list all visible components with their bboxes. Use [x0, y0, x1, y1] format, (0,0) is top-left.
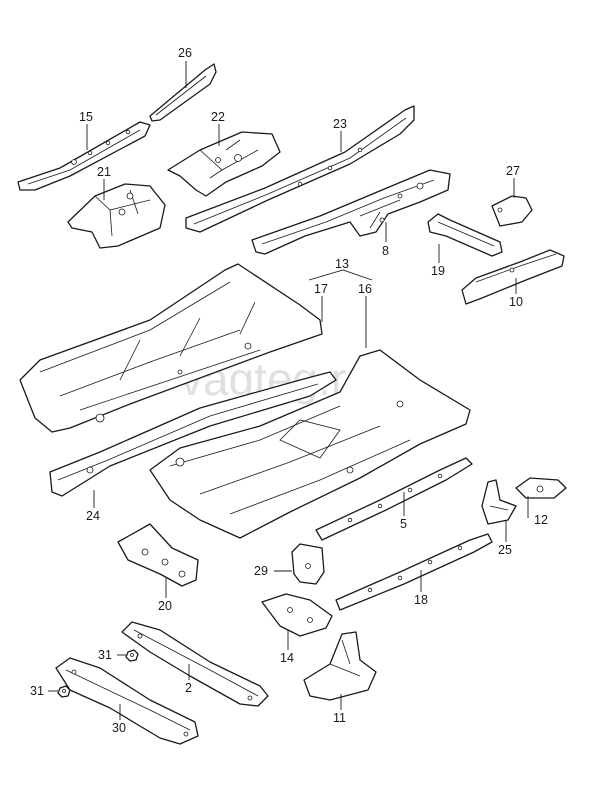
part-15-rail: [17, 121, 151, 191]
part-21-bracket: [67, 183, 166, 249]
callout-8: 8: [382, 244, 389, 258]
callout-5: 5: [400, 517, 407, 531]
part-11-bracket: [303, 631, 377, 701]
part-31-nut-a: [125, 649, 139, 662]
callout-25: 25: [498, 543, 512, 557]
callout-16: 16: [358, 282, 372, 296]
part-14-bracket: [261, 593, 333, 637]
part-23-sill: [185, 105, 415, 233]
callout-21: 21: [97, 165, 111, 179]
floor-pan-front: [149, 349, 471, 539]
callout-10: 10: [509, 295, 523, 309]
part-12-bracket: [515, 477, 567, 499]
callout-12: 12: [534, 513, 548, 527]
part-24-rail: [49, 371, 337, 497]
part-10-crossmember: [461, 249, 565, 305]
callout-26: 26: [178, 46, 192, 60]
part-30-crossmember: [55, 657, 199, 745]
callout-20: 20: [158, 599, 172, 613]
part-29-bracket: [291, 543, 325, 585]
callout-15: 15: [79, 110, 93, 124]
callout-24: 24: [86, 509, 100, 523]
callout-13: 13: [335, 257, 349, 271]
callout-17: 17: [314, 282, 328, 296]
part-2-crossmember: [121, 621, 269, 707]
callout-14: 14: [280, 651, 294, 665]
part-8-member: [251, 169, 451, 255]
part-26-strip: [149, 63, 217, 122]
part-18-strip: [335, 533, 493, 611]
callout-31-b: 31: [30, 684, 44, 698]
part-20-bracket: [117, 523, 199, 587]
part-27-plate: [491, 195, 533, 227]
callout-18: 18: [414, 593, 428, 607]
callouts: 26 15 21 22 23 27 8 19 10 13 17 16 24 5 …: [30, 46, 548, 735]
part-5-strip: [315, 457, 473, 541]
part-25-bracket: [481, 479, 517, 525]
callout-11: 11: [333, 711, 346, 725]
callout-31-a: 31: [98, 648, 112, 662]
leader-lines: [48, 61, 529, 720]
part-31-nut-b: [57, 685, 71, 698]
callout-27: 27: [506, 164, 520, 178]
part-19-bracket: [427, 213, 503, 257]
floor-pan-rear: [19, 263, 323, 433]
callout-19: 19: [431, 264, 445, 278]
callout-23: 23: [333, 117, 347, 131]
callout-30: 30: [112, 721, 126, 735]
callout-22: 22: [211, 110, 225, 124]
callout-2: 2: [185, 681, 192, 695]
callout-29: 29: [254, 564, 268, 578]
part-22-panel: [167, 131, 281, 197]
